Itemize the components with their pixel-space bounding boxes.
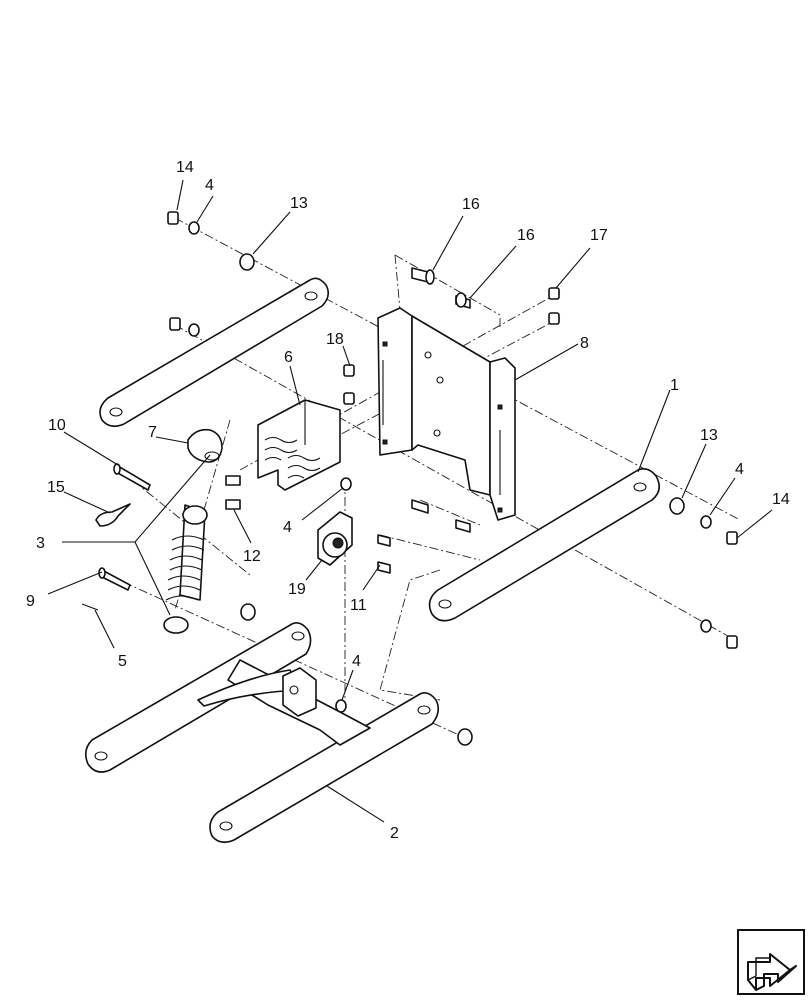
part-8-mounting-bracket [377,307,516,521]
callout-18: 18 [326,331,344,348]
callout-11: 11 [350,597,367,614]
callout-19: 19 [288,581,306,598]
callout-4: 4 [735,461,744,478]
callout-4: 4 [205,177,214,194]
callout-4: 4 [352,653,361,670]
callout-2: 2 [390,825,399,842]
callout-7: 7 [148,424,157,441]
part-1-link-bar [428,468,660,622]
callout-16: 16 [462,196,480,213]
callout-6: 6 [284,349,293,366]
callout-labels: 14 4 13 16 16 17 18 6 8 10 7 15 3 12 4 1… [26,159,790,842]
callout-10: 10 [48,417,66,434]
callout-4: 4 [283,519,292,536]
callout-3: 3 [36,535,45,552]
callout-8: 8 [580,335,589,352]
upper-link-bar [99,277,330,428]
next-page-arrow-icon[interactable] [737,929,805,995]
part-15-clip [95,503,131,527]
callout-1: 1 [670,377,679,394]
hardware [167,211,738,746]
part-6-spring-bracket [257,399,341,491]
part-10-pin [113,463,151,491]
part-19-sprocket [317,511,353,566]
part-9-pin [98,567,131,591]
callout-14: 14 [772,491,790,508]
callout-14: 14 [176,159,194,176]
callout-13: 13 [700,427,718,444]
callout-12: 12 [243,548,261,565]
callout-17: 17 [590,227,608,244]
part-2-lower-frame [84,622,440,844]
callout-15: 15 [47,479,65,496]
callout-5: 5 [118,653,127,670]
callout-13: 13 [290,195,308,212]
leader-lines [47,179,773,823]
callout-9: 9 [26,593,35,610]
part-3-shock-absorber [163,504,208,634]
callout-16: 16 [517,227,535,244]
part-7-cap [187,428,223,463]
part-5-cotter [81,603,99,611]
